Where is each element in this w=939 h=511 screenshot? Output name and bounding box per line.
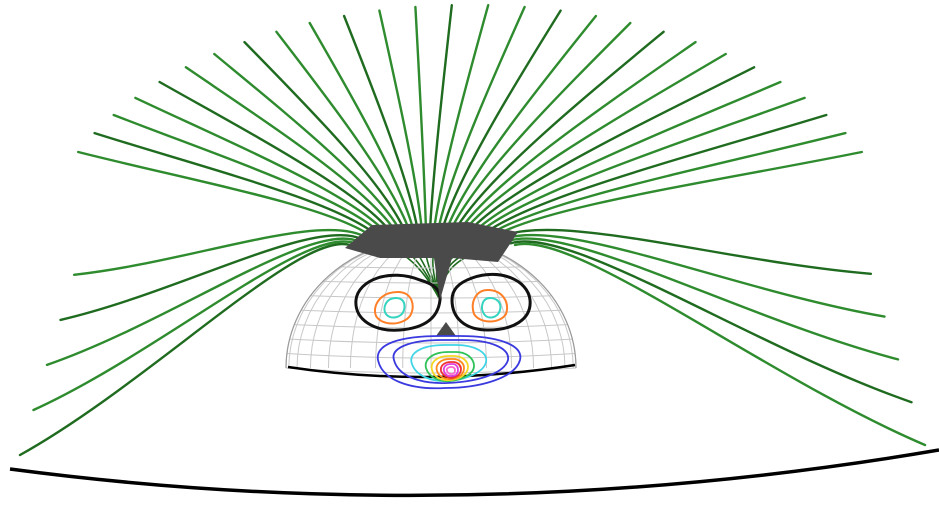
field-line [213,52,401,231]
contour-ring [439,361,462,379]
field-line [482,113,828,235]
right-loop-orange [471,288,508,323]
field-line [378,9,423,227]
field-line [469,66,756,232]
field-line [509,240,913,404]
hemisphere-longitude-line [296,237,432,369]
hemisphere-longitude-line [309,237,432,369]
core-lower-nub [436,322,456,336]
hemisphere-longitude-line [430,237,566,369]
core-cap [345,222,518,300]
hemisphere-longitude-line [375,237,432,369]
field-line [487,131,847,237]
hemisphere [285,237,577,379]
field-line [433,4,490,227]
hemisphere-longitude-line [430,237,574,369]
field-line [491,150,863,238]
left-loop-cyan [383,296,406,319]
hemisphere-longitude-line [430,237,487,369]
field-line [500,233,886,318]
field-line [446,14,598,228]
field-lines [18,4,927,457]
hemisphere-grid [285,237,577,374]
field-line [429,4,453,227]
field-line [77,150,374,238]
field-line [45,237,361,367]
field-line [32,240,356,412]
right-loop-outer [450,272,532,332]
outer-boundary-arc [9,448,939,498]
field-line [112,113,383,235]
field-line [158,80,392,233]
field-line [464,52,727,231]
field-line [243,40,405,230]
field-line [134,96,387,234]
field-line [513,242,927,447]
field-line [59,233,365,322]
flux-core [345,222,518,336]
contour-rings [377,335,522,390]
field-line [460,40,697,230]
left-loop-orange [374,290,414,325]
field-line [275,30,410,229]
field-line [308,21,414,228]
field-line [72,228,369,276]
contour-ring [435,358,465,381]
hemisphere-base [287,363,576,379]
right-loop-cyan [481,296,502,319]
contour-ring [392,339,509,384]
left-loop-outer [354,273,442,332]
field-line [18,242,352,457]
field-line [184,66,396,232]
hemisphere-longitude-line [349,237,432,369]
field-line [414,5,427,227]
contour-ring [442,363,459,378]
hemisphere-longitude-line [288,237,432,369]
field-line [473,80,782,233]
field-line [93,131,378,237]
contour-ring [445,366,456,375]
field-line [478,96,806,234]
field-line [496,228,873,275]
contour-ring [377,335,522,390]
field-line [504,237,900,361]
field-line [451,21,632,228]
hemisphere-longitude-line [327,237,432,369]
field-line [442,9,562,227]
field-line [342,14,419,228]
field-line [455,30,665,229]
field-line [438,5,526,227]
